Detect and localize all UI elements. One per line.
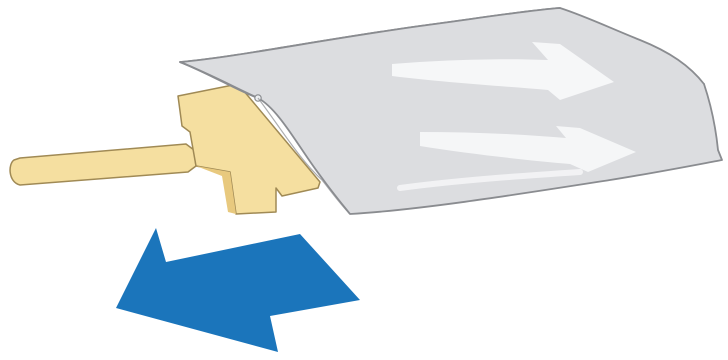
stick-handle [10,144,196,185]
arrow-shape [116,228,360,352]
pull-direction-arrow [116,228,360,352]
stick-paddle-shade [196,166,236,214]
